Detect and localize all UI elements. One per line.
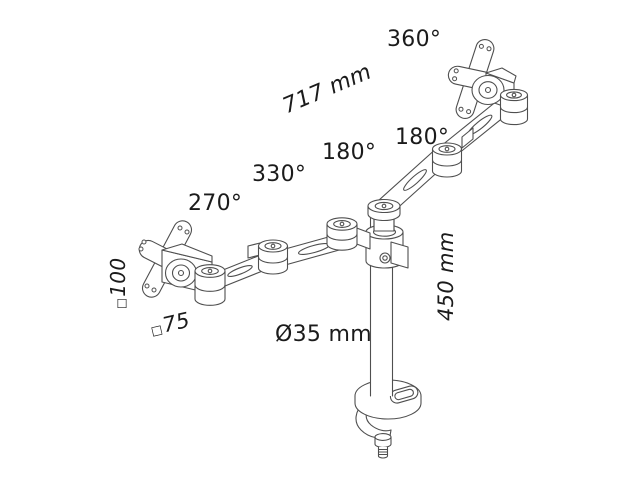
joint-right-outer <box>499 88 529 126</box>
joint-left-elbow <box>326 217 358 251</box>
joint-pole-top <box>367 198 401 232</box>
joint-left-middle <box>257 239 289 275</box>
label-swivel-180-outer: 180° <box>395 125 450 150</box>
joint-right-elbow <box>431 142 463 178</box>
cable-clip <box>461 127 474 149</box>
label-pole-diameter: Ø35 mm <box>275 322 372 347</box>
right-tilt-head <box>471 67 517 111</box>
label-swivel-330: 330° <box>252 162 307 187</box>
label-swivel-180-inner: 180° <box>322 140 377 165</box>
vesa-square-icon: □ <box>114 297 128 309</box>
vesa-100-value: 100 <box>106 257 130 297</box>
grommet-screw <box>374 433 392 459</box>
label-pole-height: 450 mm <box>434 231 458 321</box>
label-vesa-100: □100 <box>106 257 130 309</box>
label-swivel-270: 270° <box>188 191 243 216</box>
label-rotation-360: 360° <box>387 27 442 52</box>
joint-left-outer <box>194 264 226 306</box>
